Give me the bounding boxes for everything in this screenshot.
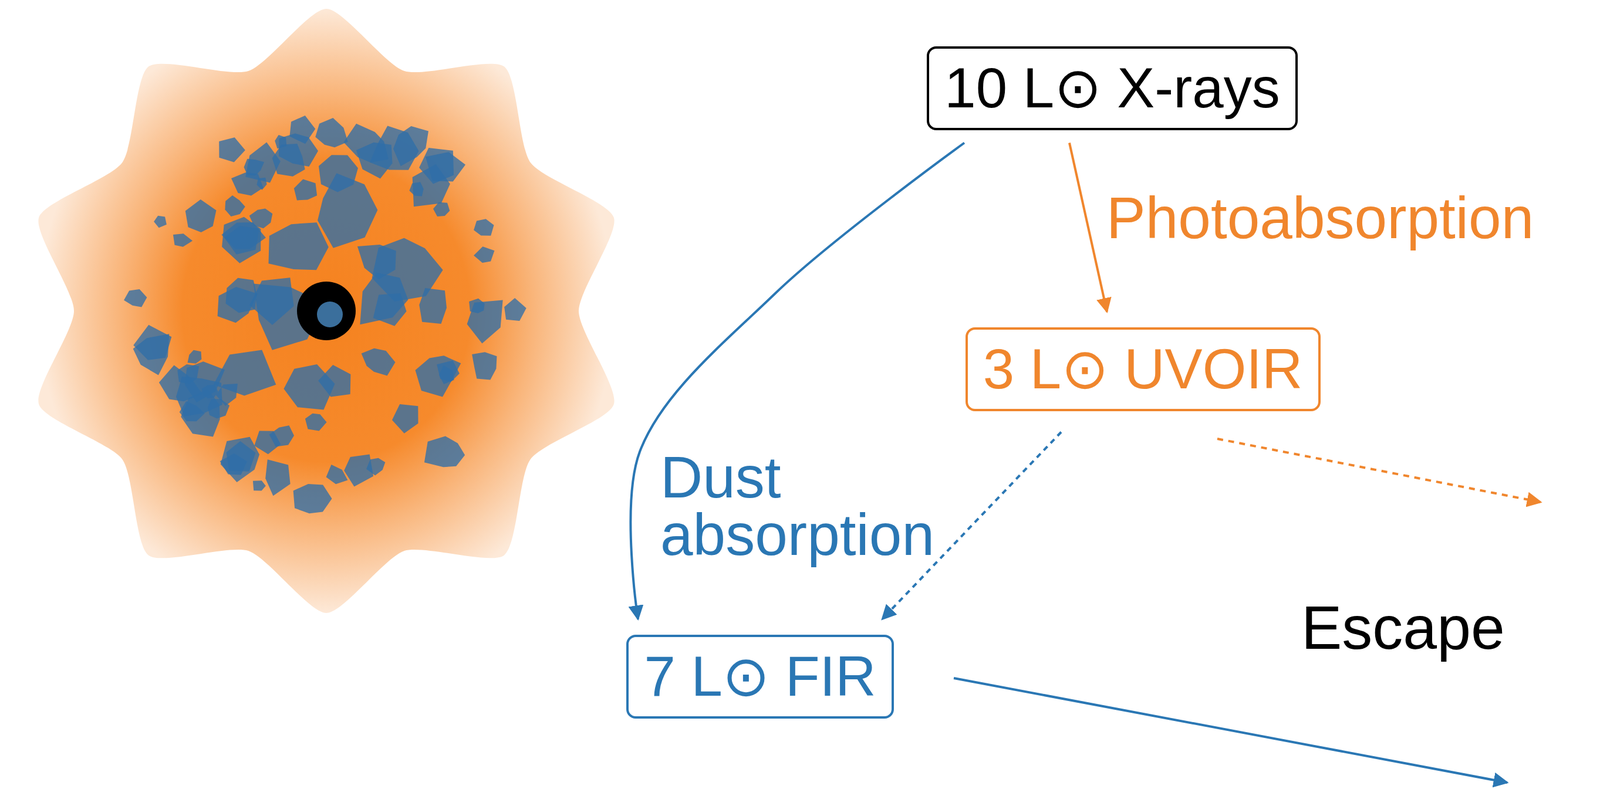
- dust-clump: [218, 137, 246, 162]
- dust-clump: [305, 413, 327, 432]
- dust-clump: [373, 293, 407, 327]
- dust-clump: [153, 215, 167, 229]
- dust-clumps: [123, 115, 527, 514]
- dust-clump: [468, 298, 485, 314]
- dust-clump: [471, 352, 497, 380]
- xray-box: 10 L⊙ X-rays: [926, 46, 1298, 131]
- dust-clump: [123, 289, 147, 308]
- dust-clump: [473, 218, 494, 236]
- dust-clump: [225, 278, 258, 314]
- dust-clump: [317, 173, 378, 249]
- dust-clump: [249, 208, 273, 229]
- uvoir-box: 3 L⊙ UVOIR: [965, 327, 1321, 412]
- dust-clump: [256, 177, 267, 191]
- ejecta-cloud: [38, 8, 614, 614]
- dust-clump: [393, 126, 429, 167]
- dust-clump: [173, 233, 193, 248]
- dust-clump: [361, 348, 396, 377]
- dust-clump: [415, 355, 462, 397]
- dust-clump: [504, 298, 527, 322]
- node-label: 7 L⊙ FIR: [643, 644, 877, 710]
- dust-clump: [343, 454, 374, 488]
- fir-escape-arrow: [953, 678, 1508, 783]
- compact-object: [296, 281, 356, 341]
- dust-clump: [187, 350, 202, 364]
- fir-box: 7 L⊙ FIR: [626, 635, 894, 720]
- dust-clump: [265, 459, 290, 496]
- dust-clump: [133, 333, 170, 376]
- dust-clump: [419, 288, 447, 324]
- dust-clump: [269, 425, 295, 447]
- dust-clump: [473, 246, 495, 263]
- dust-clump: [283, 364, 335, 410]
- dust-clump: [224, 225, 260, 255]
- dust-clump: [433, 202, 450, 217]
- dust-clump: [220, 437, 260, 483]
- dust-clump: [185, 199, 217, 233]
- dust-clump: [424, 436, 465, 468]
- dust-clump: [224, 195, 245, 217]
- edge-label: Dust absorption: [660, 448, 989, 564]
- dust-clump: [392, 404, 419, 434]
- photoabsorption-arrow: [1069, 143, 1107, 313]
- annotation-label: Escape: [1301, 598, 1505, 659]
- dust-clump: [409, 181, 424, 197]
- dust-clump: [425, 152, 466, 182]
- dust-clump: [293, 484, 333, 514]
- dust-clump: [252, 480, 266, 491]
- dust-clump: [244, 159, 265, 176]
- edge-label: Photoabsorption: [1106, 188, 1534, 247]
- node-label: 3 L⊙ UVOIR: [983, 336, 1304, 402]
- dust-clump: [315, 117, 348, 148]
- dust-clump: [272, 143, 306, 177]
- node-label: 10 L⊙ X-rays: [944, 55, 1281, 121]
- dust-clump: [249, 277, 295, 326]
- dust-clump: [294, 179, 317, 201]
- dust-clump: [326, 464, 349, 485]
- dust-clump: [268, 222, 329, 270]
- uvoir-escape-arrow: [1217, 439, 1541, 503]
- dust-clump: [176, 376, 223, 417]
